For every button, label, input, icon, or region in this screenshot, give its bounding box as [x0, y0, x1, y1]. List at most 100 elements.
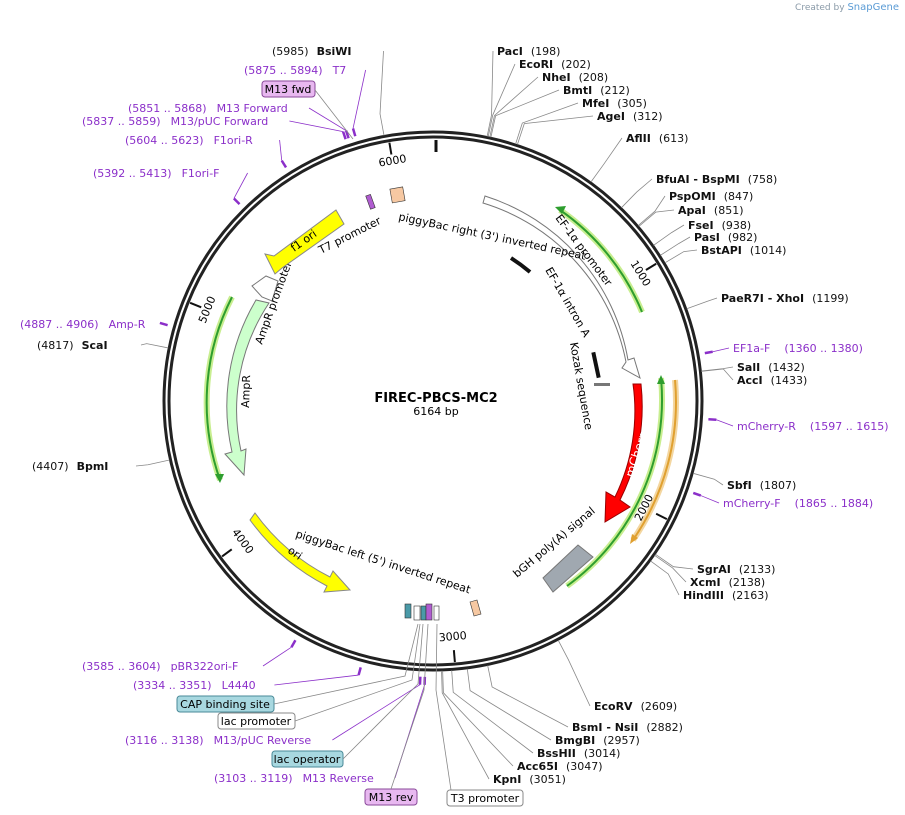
primer-label[interactable]: (5837 .. 5859)M13/pUC Forward — [82, 115, 268, 128]
site-label[interactable]: (4817)ScaI — [37, 339, 108, 352]
site-label[interactable]: FseI (938) — [688, 219, 751, 232]
site-label[interactable]: BssHII(3014) — [537, 747, 620, 760]
backbone-outer-ring — [162, 130, 704, 672]
primer-label[interactable]: (5851 .. 5868)M13 Forward — [128, 102, 288, 115]
site-position: (851) — [714, 204, 744, 217]
primer-label[interactable]: mCherry-R(1597 .. 1615) — [737, 420, 888, 433]
primer-label[interactable]: (5604 .. 5623)F1ori-R — [125, 134, 253, 147]
site-name: SgrAI — [697, 563, 731, 576]
site-leader — [693, 472, 724, 486]
site-label[interactable]: MfeI(305) — [582, 97, 647, 110]
primer-mark — [708, 418, 717, 422]
site-label[interactable]: PaeR7I - XhoI(1199) — [721, 292, 849, 305]
primer-range: (3585 .. 3604) — [82, 660, 161, 673]
site-label[interactable]: KpnI(3051) — [493, 773, 566, 786]
feature-mcherry-label: mCherry — [623, 425, 652, 479]
site-leader — [655, 553, 694, 570]
site-leader — [650, 560, 680, 596]
site-position: (1432) — [768, 361, 805, 374]
site-name: AflII — [626, 132, 651, 145]
site-label[interactable]: AflII(613) — [626, 132, 688, 145]
feature-bgh-polya-box[interactable] — [542, 544, 594, 593]
site-label[interactable]: PacI(198) — [497, 45, 560, 58]
site-label[interactable]: SbfI(1807) — [727, 479, 796, 492]
primer-label[interactable]: (5875 .. 5894)T7 — [244, 64, 346, 77]
primer-label[interactable]: (3116 .. 3138)M13/pUC Reverse — [125, 734, 311, 747]
primer-name: M13/pUC Reverse — [214, 734, 312, 747]
site-label[interactable]: BmtI(212) — [563, 84, 630, 97]
site-position: (1199) — [812, 292, 849, 305]
site-label[interactable]: (4407)BpmI — [32, 460, 108, 473]
site-label[interactable]: SgrAI(2133) — [697, 563, 775, 576]
primer-leader — [352, 69, 366, 129]
site-leader — [487, 63, 516, 137]
feature-t7-box — [365, 194, 376, 210]
feature-f1ori-arrow[interactable] — [264, 209, 345, 275]
site-position: (1014) — [750, 244, 787, 257]
primer-leader — [308, 107, 347, 131]
site-position: (1807) — [760, 479, 797, 492]
primer-range: (5392 .. 5413) — [93, 167, 172, 180]
site-label[interactable]: Acc65I(3047) — [517, 760, 603, 773]
site-label[interactable]: PasI(982) — [694, 231, 757, 244]
site-label[interactable]: XcmI(2138) — [690, 576, 765, 589]
site-label[interactable]: BstAPI(1014) — [701, 244, 786, 257]
primer-name: EF1a-F — [733, 342, 770, 355]
site-position: (938) — [722, 219, 752, 232]
site-name: XcmI — [690, 576, 721, 589]
site-position: (4817) — [37, 339, 74, 352]
t3-label-box — [446, 789, 524, 807]
primer-label[interactable]: (3103 .. 3119)M13 Reverse — [214, 772, 374, 785]
site-name: BpmI — [77, 460, 109, 473]
t3-label: T3 promoter — [450, 792, 520, 805]
m13fwd-label: M13 fwd — [265, 83, 312, 96]
green-orf-left-arrowhead — [215, 474, 224, 483]
site-label[interactable]: BfuAI - BspMI(758) — [656, 173, 777, 186]
feature-mcherry-arrow[interactable] — [604, 383, 643, 523]
site-name: HindIII — [683, 589, 724, 602]
site-label[interactable]: EcoRI(202) — [519, 58, 591, 71]
primer-label[interactable]: mCherry-F(1865 .. 1884) — [723, 497, 873, 510]
primer-range: (3334 .. 3351) — [133, 679, 212, 692]
site-label[interactable]: BsmI - NsiI(2882) — [572, 721, 683, 734]
feature-orange-orf-line — [632, 379, 677, 541]
site-leader — [637, 195, 666, 226]
primer-range: (5851 .. 5868) — [128, 102, 207, 115]
site-leader — [135, 459, 170, 467]
site-label[interactable]: EcoRV(2609) — [594, 700, 677, 713]
feature-kozak-mark-2 — [594, 383, 610, 386]
site-label[interactable]: AgeI(312) — [597, 110, 663, 123]
primer-label[interactable]: EF1a-F(1360 .. 1380) — [733, 342, 863, 355]
tick-1000 — [645, 262, 657, 271]
primer-mark — [341, 131, 347, 140]
feature-ef1a-promoter-line — [559, 209, 643, 313]
site-label[interactable]: BmgBI(2957) — [555, 734, 640, 747]
site-label[interactable]: AccI(1433) — [737, 374, 807, 387]
site-label[interactable]: (5985)BsiWI — [272, 45, 352, 58]
tick-label-5000: 5000 — [196, 294, 219, 325]
primer-label[interactable]: (4887 .. 4906)Amp-R — [20, 318, 146, 331]
primer-range: (5604 .. 5623) — [125, 134, 204, 147]
tick-4000 — [221, 548, 233, 558]
site-label[interactable]: PspOMI(847) — [669, 190, 753, 203]
site-name: FseI — [688, 219, 714, 232]
primer-name: L4440 — [222, 679, 256, 692]
primer-range: (5875 .. 5894) — [244, 64, 323, 77]
snapgene-branding: Created by SnapGene — [795, 2, 899, 13]
feature-ori-arrow[interactable] — [249, 512, 352, 593]
site-label[interactable]: HindIII (2163) — [683, 589, 769, 602]
site-position: (2163) — [732, 589, 769, 602]
m13fwd-leader — [314, 89, 354, 140]
feature-ampr-promoter-arrow[interactable] — [251, 275, 279, 302]
site-label[interactable]: NheI(208) — [542, 71, 608, 84]
feature-piggybac-right-arrow[interactable] — [482, 195, 641, 380]
site-leader — [590, 137, 623, 183]
primer-label[interactable]: (5392 .. 5413)F1ori-F — [93, 167, 220, 180]
primer-label[interactable]: (3334 .. 3351) L4440 — [133, 679, 256, 692]
feature-ampr-arrow[interactable] — [224, 299, 270, 477]
restriction-site-labels: PacI(198)EcoRI(202)NheI(208)BmtI(212)Mfe… — [32, 45, 849, 786]
primer-label[interactable]: (3585 .. 3604)pBR322ori-F — [82, 660, 238, 673]
site-label[interactable]: SalI(1432) — [737, 361, 805, 374]
primer-leader — [716, 419, 734, 427]
site-label[interactable]: ApaI(851) — [678, 204, 744, 217]
